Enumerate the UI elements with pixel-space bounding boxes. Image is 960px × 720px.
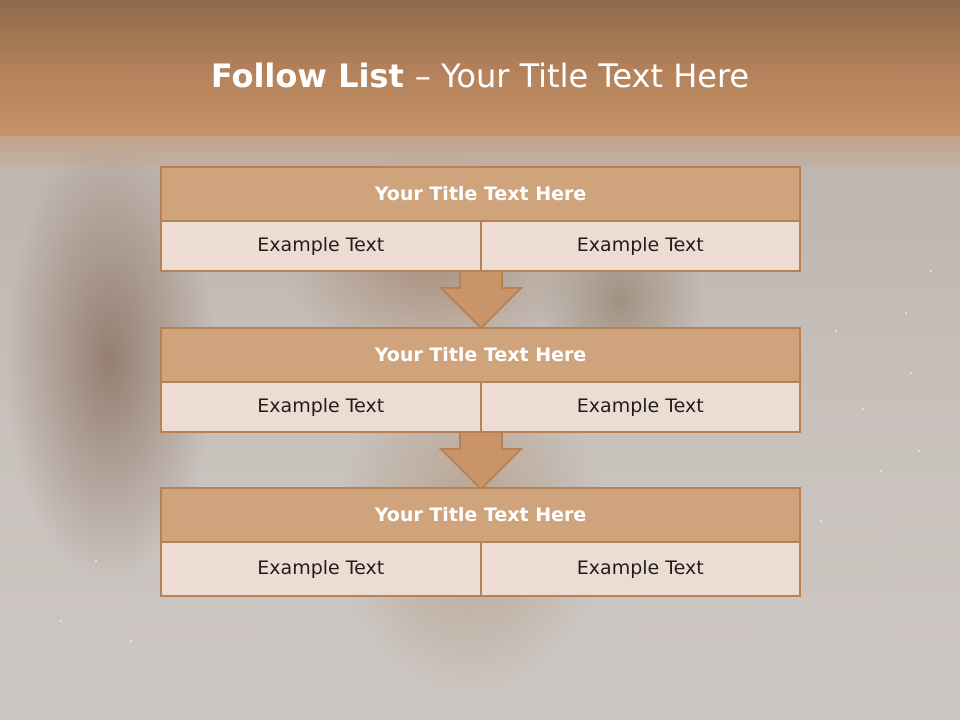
title-banner bbox=[0, 0, 960, 136]
step-box-3: Your Title Text Here Example Text Exampl… bbox=[160, 487, 801, 597]
step-title: Your Title Text Here bbox=[160, 327, 801, 383]
down-arrow-1 bbox=[438, 270, 524, 330]
step-text-right: Example Text bbox=[481, 383, 801, 433]
step-text-left: Example Text bbox=[160, 543, 482, 597]
step-text-right: Example Text bbox=[481, 222, 801, 272]
down-arrow-2 bbox=[438, 431, 524, 491]
slide-title: Follow List – Your Title Text Here bbox=[0, 52, 960, 100]
step-box-2: Your Title Text Here Example Text Exampl… bbox=[160, 327, 801, 433]
slide-title-rest: – Your Title Text Here bbox=[414, 57, 750, 95]
title-banner-fade bbox=[0, 136, 960, 166]
step-text-right: Example Text bbox=[481, 543, 801, 597]
step-text-left: Example Text bbox=[160, 383, 482, 433]
step-title: Your Title Text Here bbox=[160, 487, 801, 543]
step-box-1: Your Title Text Here Example Text Exampl… bbox=[160, 166, 801, 272]
step-title: Your Title Text Here bbox=[160, 166, 801, 222]
slide-title-bold: Follow List bbox=[210, 57, 415, 95]
step-text-left: Example Text bbox=[160, 222, 482, 272]
